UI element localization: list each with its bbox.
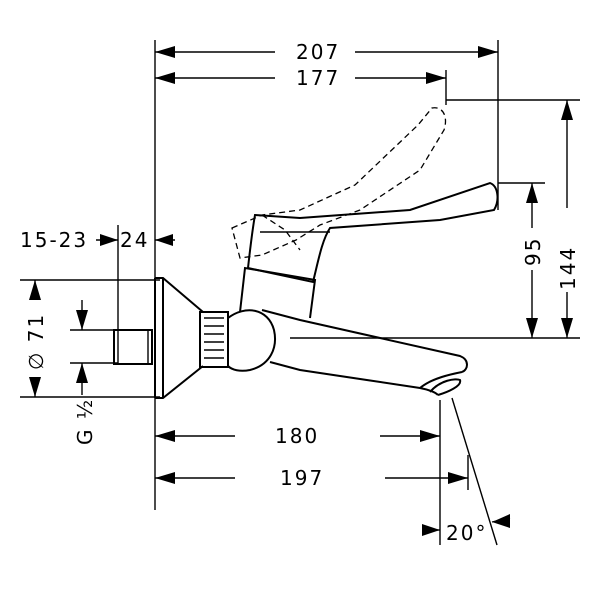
- dim-spout-length-label: 197: [280, 466, 324, 490]
- mixer-body: [227, 266, 317, 372]
- dim-total-height-label: 144: [556, 246, 580, 290]
- dim-total-height: 144: [556, 100, 580, 338]
- dim-wall-gap: 15-23 24: [20, 228, 175, 252]
- dim-thread-label: G ½: [73, 398, 97, 445]
- dim-spout-reach: 180: [155, 424, 440, 448]
- dim-overall-width-label: 207: [296, 40, 340, 64]
- dim-swivel-angle-label: 20°: [446, 521, 487, 545]
- spout: [261, 309, 468, 396]
- dim-swivel-angle: 20°: [422, 514, 511, 545]
- dim-lever-height-label: 95: [521, 237, 545, 266]
- dim-overall-width: 207: [155, 40, 498, 64]
- dim-spout-length: 197: [155, 466, 468, 490]
- dim-spout-reach-label: 180: [275, 424, 319, 448]
- dim-lever-extent-label: 177: [296, 66, 340, 90]
- dim-body-depth-label: 24: [120, 228, 149, 252]
- dim-lever-extent: 177: [155, 66, 446, 90]
- extension-lines: [20, 40, 580, 546]
- coupling-nut: [199, 311, 229, 368]
- lever-handle-alt-position: [231, 107, 447, 259]
- lever-handle: [246, 181, 499, 284]
- dim-thread: G ½: [73, 300, 97, 445]
- dim-wall-gap-label: 15-23: [20, 228, 88, 252]
- dim-diameter-label: ∅ 71: [24, 313, 48, 370]
- dim-diameter: ∅ 71: [24, 280, 48, 397]
- wall-escutcheon: [154, 277, 204, 399]
- dim-lever-height: 95: [521, 183, 545, 338]
- connection-stub: [113, 329, 153, 365]
